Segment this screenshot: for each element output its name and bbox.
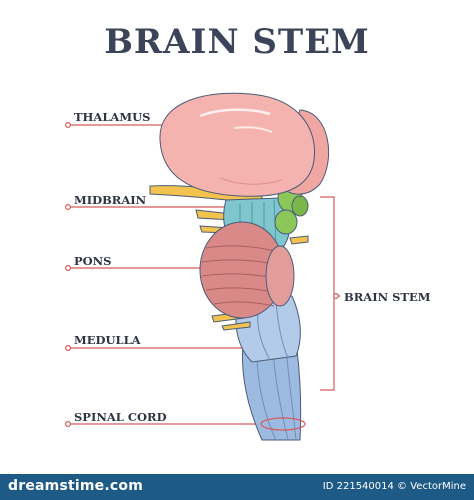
footer-bar: dreamstime.com ID 221540014 © VectorMine: [0, 474, 474, 500]
page-title: BRAIN STEM: [104, 22, 370, 62]
footer-id: ID 221540014 © VectorMine: [322, 481, 466, 492]
brain-stem-diagram: [64, 92, 340, 441]
thalamus: [159, 92, 330, 197]
spinal-cord-ring: [260, 417, 306, 431]
midbrain-label: MIDBRAIN: [74, 193, 147, 207]
pons-label: PONS: [74, 254, 112, 268]
medulla-label: MEDULLA: [74, 333, 141, 347]
pons: [199, 221, 295, 319]
thalamus-label: THALAMUS: [74, 110, 151, 124]
spinal-cord-label: SPINAL CORD: [74, 410, 167, 424]
footer-brand: dreamstime.com: [8, 478, 143, 494]
brain-stem-label: BRAIN STEM: [344, 290, 431, 304]
leader-dots: [64, 121, 340, 428]
